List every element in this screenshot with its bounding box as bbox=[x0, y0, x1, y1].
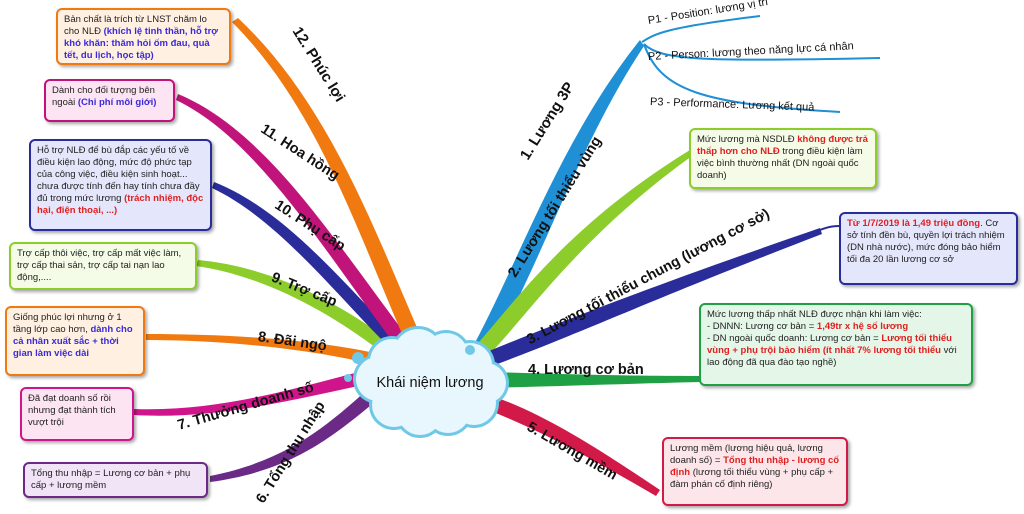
note-text-run: - DN ngoài quốc doanh: Lương cơ bản = bbox=[707, 333, 882, 344]
note-luong-mem: Lương mềm (lương hiệu quả, lương doanh s… bbox=[662, 437, 848, 506]
note-text-run: trong điều kiện làm việc bình thường nhấ… bbox=[697, 146, 863, 181]
note-text-run: Trợ cấp thôi việc, trợ cấp mất việc làm,… bbox=[17, 248, 182, 283]
note-hoa-hong: Dành cho đối tượng bên ngoài (Chi phí mô… bbox=[44, 79, 175, 122]
cloud-bubble bbox=[352, 352, 364, 364]
note-phuc-loi: Bản chất là trích từ LNST chăm lo cho NL… bbox=[56, 8, 231, 65]
note-text-run: Hỗ trợ NLĐ để bù đắp các yếu tố về điều … bbox=[37, 145, 200, 204]
connector-1 bbox=[643, 43, 881, 61]
note-text-run: Tổng thu nhập = Lương cơ bản + phụ cấp +… bbox=[31, 468, 191, 491]
note-text-run: (Chi phí môi giới) bbox=[77, 97, 157, 108]
note-text-run: với lao động đã qua đào tạo nghề) bbox=[707, 345, 957, 368]
note-text-run: Lương tối thiểu vùng + phụ trội bảo hiểm… bbox=[707, 333, 952, 356]
note-text-run: Mức lương thấp nhất NLĐ được nhận khi là… bbox=[707, 309, 922, 320]
branch-b1 bbox=[470, 40, 644, 358]
note-text-run: Dành cho đối tượng bên ngoài bbox=[52, 85, 155, 108]
note-text-run: Đã đạt doanh số rồi nhưng đạt thành tích… bbox=[28, 393, 116, 428]
branch-b8 bbox=[146, 334, 396, 368]
note-text-run: dành cho cả nhân xuất sắc + thời gian là… bbox=[13, 324, 133, 359]
note-dai-ngo: Giống phúc lợi nhưng ở 1 tầng lớp cao hơ… bbox=[5, 306, 145, 376]
connector-0 bbox=[641, 15, 761, 43]
note-text-run: (trách nhiệm, độc hại, điện thoại, ...) bbox=[37, 193, 204, 216]
note-text-run: - DNNN: Lương cơ bản = bbox=[707, 321, 817, 332]
branch-b11 bbox=[176, 94, 416, 354]
cloud-bubble bbox=[344, 374, 352, 382]
note-tro-cap: Trợ cấp thôi việc, trợ cấp mất việc làm,… bbox=[9, 242, 197, 290]
cloud-core bbox=[372, 357, 488, 409]
note-tong-thu-nhap: Tổng thu nhập = Lương cơ bản + phụ cấp +… bbox=[23, 462, 208, 498]
branch-b3 bbox=[472, 228, 822, 368]
note-text-run: Bản chất là trích từ LNST chăm lo cho NL… bbox=[64, 14, 207, 37]
connector-2 bbox=[643, 43, 841, 113]
note-text-run: (lương tối thiểu vùng + phụ cấp + đàm ph… bbox=[670, 467, 834, 490]
center-topic-label: Khái niệm lương bbox=[376, 375, 484, 391]
note-text-run: Giống phúc lợi nhưng ở 1 tầng lớp cao hơ… bbox=[13, 312, 122, 335]
note-text-run: (khích lệ tinh thần, hỗ trợ khó khăn: th… bbox=[64, 26, 219, 61]
note-phu-cap: Hỗ trợ NLĐ để bù đắp các yếu tố về điều … bbox=[29, 139, 212, 231]
connector-3 bbox=[819, 225, 841, 231]
note-text-run: Tổng thu nhập - lương cố định bbox=[670, 455, 840, 478]
note-text-run: 1,49tr x hệ số lương bbox=[816, 321, 909, 332]
note-text-run: . Cơ sở tính đền bù, quyền lợi trách nhi… bbox=[847, 218, 1005, 265]
note-text-run: Mức lương mà NSDLĐ bbox=[697, 134, 798, 145]
branch-b5 bbox=[472, 392, 660, 496]
branch-b2 bbox=[468, 150, 692, 362]
note-luong-toi-thieu-vung: Mức lương mà NSDLĐ không được trả thấp h… bbox=[689, 128, 877, 189]
branch-b10 bbox=[212, 182, 410, 356]
note-text-run: Lương mềm (lương hiệu quả, lương doanh s… bbox=[670, 443, 823, 466]
cloud-bubble bbox=[465, 345, 475, 355]
note-luong-co-ban: Mức lương thấp nhất NLĐ được nhận khi là… bbox=[699, 303, 973, 386]
note-thuong-doanh-so: Đã đạt doanh số rồi nhưng đạt thành tích… bbox=[20, 387, 134, 441]
branch-label-4: 4. Lương cơ bản bbox=[528, 362, 644, 378]
note-luong-co-so: Từ 1/7/2019 là 1,49 triệu đồng. Cơ sở tí… bbox=[839, 212, 1018, 285]
branch-b12 bbox=[232, 18, 426, 352]
center-cloud bbox=[344, 326, 509, 438]
branch-b4 bbox=[488, 372, 700, 388]
note-text-run: không được trả thấp hơn cho NLĐ bbox=[697, 134, 868, 157]
note-text-run: Từ 1/7/2019 là 1,49 triệu đồng bbox=[847, 218, 981, 229]
